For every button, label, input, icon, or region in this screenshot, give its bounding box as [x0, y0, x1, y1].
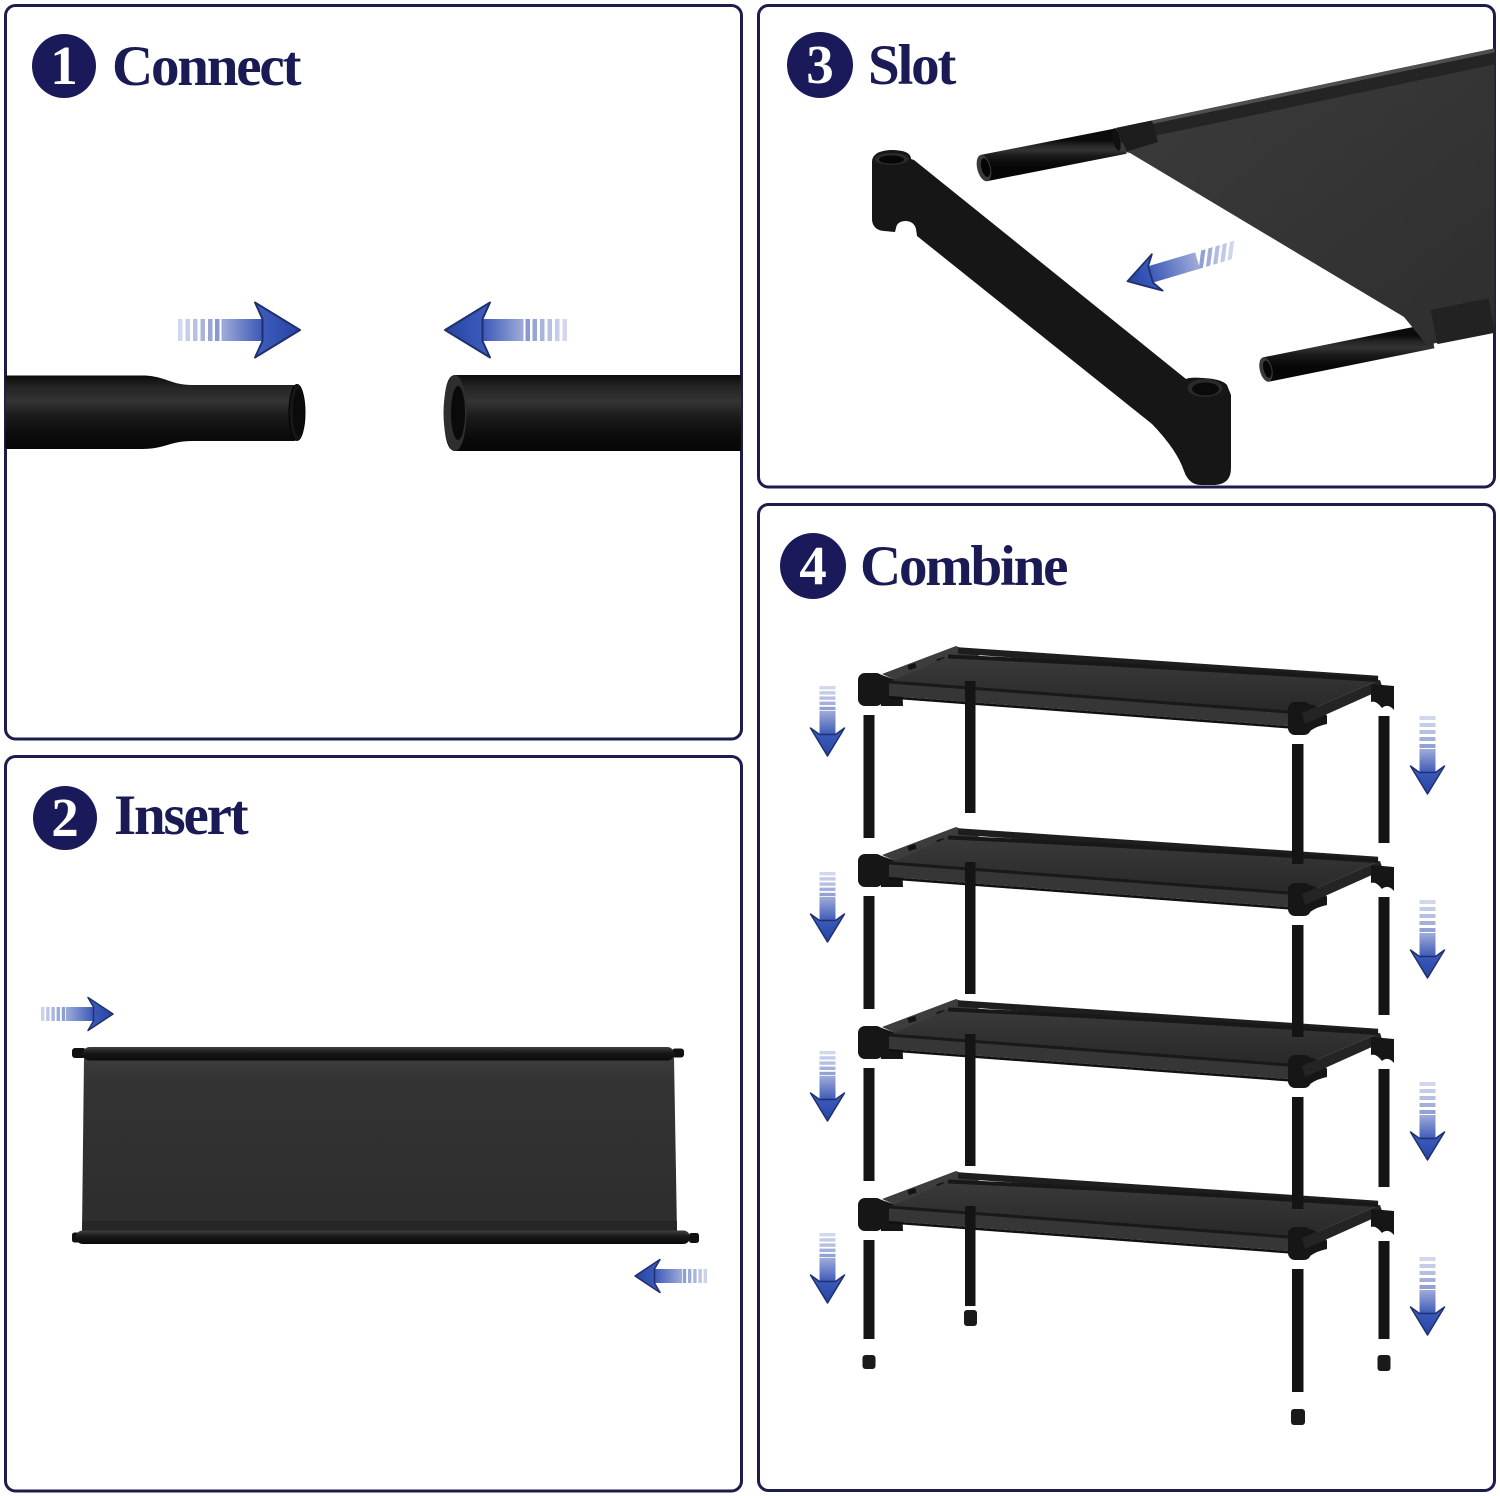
svg-text:Insert: Insert — [114, 784, 249, 847]
svg-text:Combine: Combine — [860, 535, 1067, 598]
svg-text:Slot: Slot — [868, 34, 956, 97]
svg-text:4: 4 — [799, 535, 827, 596]
svg-text:Connect: Connect — [112, 35, 301, 98]
svg-text:2: 2 — [51, 787, 79, 848]
svg-text:1: 1 — [50, 35, 78, 96]
svg-text:3: 3 — [806, 34, 834, 95]
